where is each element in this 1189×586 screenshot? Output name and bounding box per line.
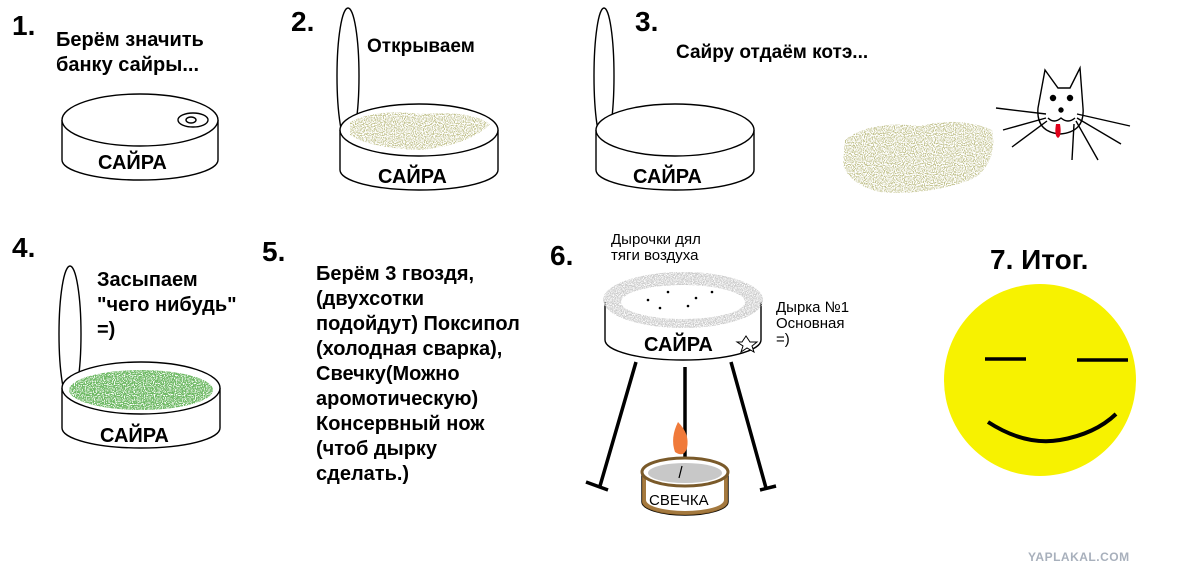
- opened-can-with-fish: [336, 7, 499, 191]
- step-1-caption: Берём значить банку сайры...: [56, 29, 204, 76]
- step-number-5: 5.: [262, 236, 286, 267]
- air-holes-note: Дырочки дял тяги воздуха: [611, 231, 701, 264]
- candle-label: СВЕЧКА: [649, 492, 709, 509]
- step-3-caption: Сайру отдаём котэ...: [676, 42, 869, 63]
- can-label: САЙРА: [378, 166, 447, 188]
- can-label: САЙРА: [633, 166, 702, 188]
- step-number-7: 7.: [990, 244, 1014, 275]
- empty-can: [593, 7, 755, 191]
- result-heading: 7. Итог.: [990, 244, 1088, 276]
- fish-pile: [843, 121, 994, 193]
- step-number-4: 4.: [12, 232, 36, 263]
- can-label: САЙРА: [98, 152, 167, 174]
- watermark: YAPLAKAL.COM: [1028, 550, 1130, 564]
- burner: [603, 272, 763, 361]
- step-number-3: 3.: [635, 6, 659, 37]
- step-5-materials: Берём 3 гвоздя, (двухсотки подойдут) Пок…: [316, 263, 520, 485]
- can-label: САЙРА: [644, 334, 713, 356]
- candle: [640, 422, 730, 516]
- smiley-face: [944, 284, 1136, 476]
- result-title: Итог.: [1021, 244, 1089, 275]
- can-label: САЙРА: [100, 425, 169, 447]
- filled-can: [58, 265, 221, 449]
- main-hole-note: Дырка №1 Основная =): [776, 299, 850, 348]
- step-number-6: 6.: [550, 240, 574, 271]
- step-2-caption: Открываем: [367, 36, 475, 57]
- closed-can: [61, 93, 219, 181]
- step-4-caption: Засыпаем "чего нибудь" =): [97, 269, 237, 341]
- cat: [995, 65, 1131, 161]
- step-number-1: 1.: [12, 10, 36, 41]
- step-number-2: 2.: [291, 6, 315, 37]
